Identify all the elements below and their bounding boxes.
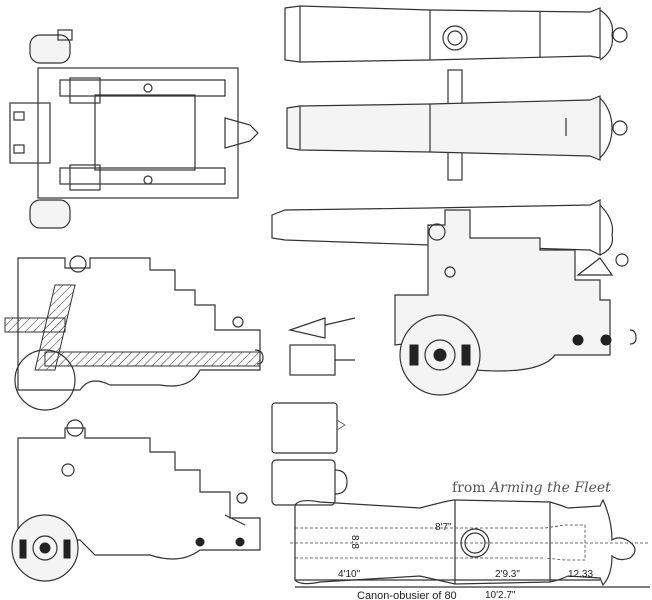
canon-obusier-title: Canon-obusier of 80 (357, 590, 457, 600)
accessory-boxes (271, 402, 348, 506)
source-caption: from Arming the Fleet (452, 480, 611, 496)
carriage-side-view (11, 419, 261, 582)
dim-breech: 12.33 (568, 569, 593, 580)
cannon-top-view (284, 5, 628, 63)
dim-bore-length: 8'7" (435, 522, 452, 533)
carriage-top-view (9, 29, 259, 229)
dim-bore-diameter: 8.8 (349, 535, 360, 549)
dim-chase: 4'10" (338, 569, 361, 580)
canon-obusier-drawing: 4'10" 2'9.3" 12.33 10'2.7" 8'7" 8.8 Cano… (290, 498, 650, 600)
cannon-side-view-trunnions (286, 69, 628, 181)
dim-total: 10'2.7" (485, 590, 516, 600)
dim-reinforce: 2'9.3" (495, 569, 520, 580)
carriage-section-view (4, 255, 264, 411)
cannon-on-carriage-side-view (271, 199, 637, 396)
